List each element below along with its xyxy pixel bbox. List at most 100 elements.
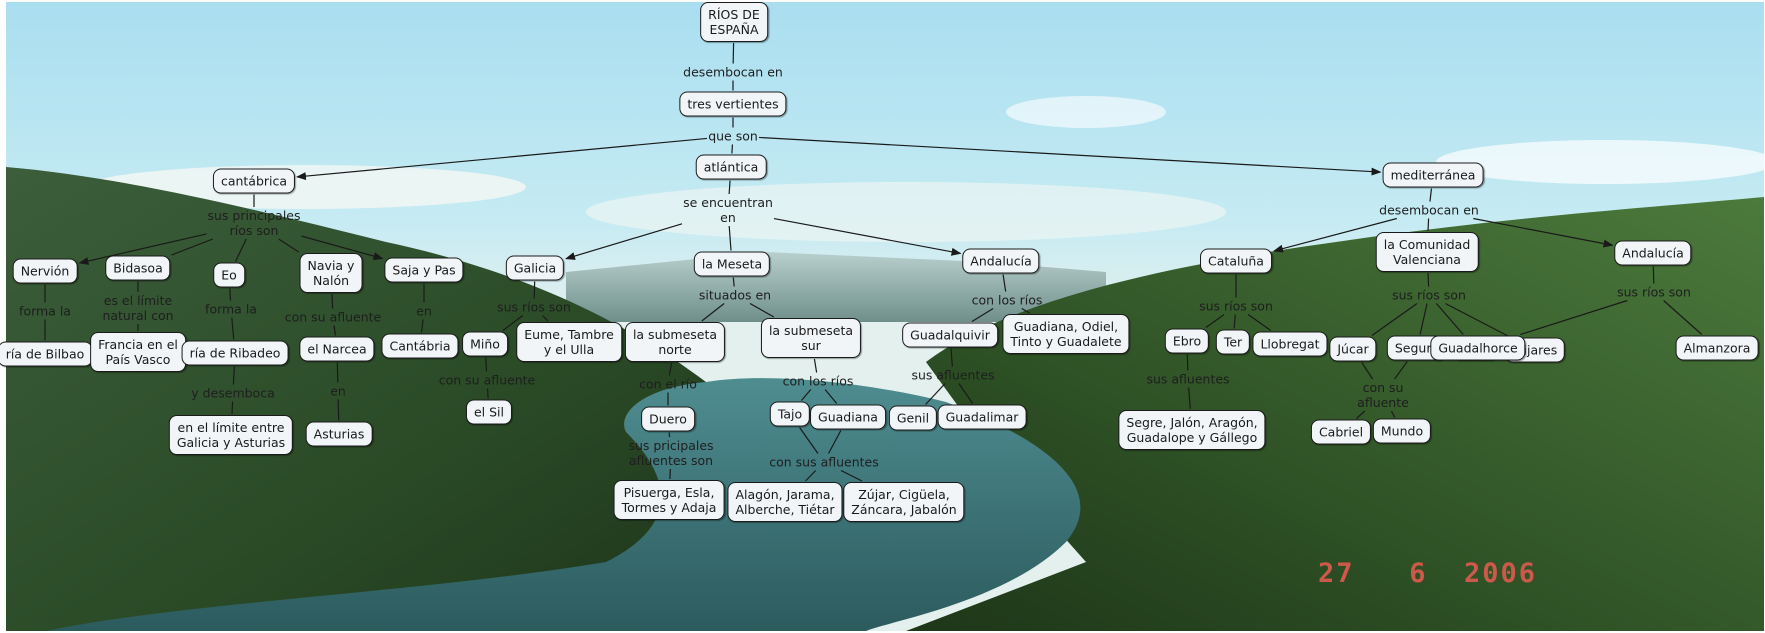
concept-node-cabriel[interactable]: Cabriel [1310, 419, 1372, 445]
concept-node-guadalimar[interactable]: Guadalimar [937, 404, 1027, 430]
photo-date-stamp: 27 6 2006 [1318, 558, 1538, 589]
linking-phrase: es el límite natural con [102, 293, 174, 323]
linking-phrase: con los ríos [782, 373, 854, 389]
concept-node-guadalquivir[interactable]: Guadalquivir [902, 322, 998, 348]
concept-node-zujar[interactable]: Zújar, Cigüela, Záncara, Jabalón [843, 482, 965, 522]
link-line [331, 293, 334, 309]
link-line [1355, 410, 1366, 419]
link-line [668, 362, 673, 376]
linking-phrase: con su afluente [284, 309, 382, 325]
concept-node-cvalenciana[interactable]: la Comunidad Valenciana [1375, 232, 1479, 272]
concept-node-cataluna[interactable]: Cataluña [1200, 248, 1272, 274]
concept-node-ssur[interactable]: la submeseta sur [760, 318, 862, 358]
concept-node-llobregat[interactable]: Llobregat [1252, 331, 1328, 357]
link-arrow [758, 136, 1382, 176]
link-line [958, 383, 974, 404]
link-arrow [1473, 217, 1614, 248]
link-line [333, 325, 336, 336]
concept-node-almanzora[interactable]: Almanzora [1675, 335, 1759, 361]
concept-node-genil[interactable]: Genil [888, 405, 938, 431]
link-line [800, 389, 812, 401]
link-line [1247, 314, 1272, 331]
concept-node-eo[interactable]: Eo [213, 262, 245, 288]
link-line [1205, 314, 1225, 328]
linking-phrase: se encuentran en [683, 195, 773, 225]
concept-node-pisuerga[interactable]: Pisuerga, Esla, Tormes y Adaja [613, 480, 725, 520]
link-line [231, 317, 235, 340]
concept-node-limite[interactable]: en el límite entre Galicia y Asturias [168, 415, 294, 455]
linking-phrase: forma la [205, 301, 257, 317]
linking-phrase: forma la [19, 303, 71, 319]
concept-node-bidasoa[interactable]: Bidasoa [105, 255, 171, 281]
link-line [1394, 361, 1408, 380]
link-arrow [296, 137, 708, 181]
link-arrow [1273, 217, 1397, 253]
linking-phrase: y desemboca [191, 385, 275, 401]
concept-node-mino[interactable]: Miño [462, 331, 508, 357]
link-line [1419, 303, 1428, 335]
concept-node-francia[interactable]: Francia en el País Vasco [90, 332, 186, 372]
concept-node-saja[interactable]: Saja y Pas [384, 257, 464, 283]
link-arrow [301, 235, 384, 260]
linking-phrase: situados en [698, 287, 772, 303]
linking-phrase: sus ríos son [497, 299, 571, 315]
concept-node-bilbao[interactable]: ría de Bilbao [0, 341, 93, 367]
concept-node-cantabrica[interactable]: cantábrica [212, 168, 296, 194]
concept-node-meseta[interactable]: la Meseta [693, 251, 771, 277]
concept-node-andalucia-at[interactable]: Andalucía [962, 248, 1040, 274]
concept-node-guadiana-od[interactable]: Guadiana, Odiel, Tinto y Guadalete [1002, 314, 1130, 354]
link-line [971, 307, 994, 323]
link-line [701, 303, 725, 322]
linking-phrase: desembocan en [683, 64, 783, 80]
concept-node-guadalhorce[interactable]: Guadalhorce [1430, 335, 1526, 361]
concept-node-cantabria-r[interactable]: Cantábria [381, 333, 459, 359]
concept-node-mundo[interactable]: Mundo [1372, 418, 1432, 444]
link-arrow [78, 233, 207, 265]
linking-phrase: en [330, 383, 346, 399]
link-line [1233, 314, 1236, 329]
concept-node-alagon[interactable]: Alagón, Jarama, Alberche, Tiétar [727, 482, 843, 522]
link-line [828, 430, 842, 454]
concept-node-tres[interactable]: tres vertientes [679, 91, 787, 117]
link-line [731, 144, 734, 154]
link-line [1371, 303, 1418, 336]
linking-phrase: con su afluente [438, 372, 536, 388]
concept-node-segre[interactable]: Segre, Jalón, Aragón, Guadalope y Gálleg… [1118, 410, 1266, 450]
linking-phrase: sus pricipales afluentes son [628, 438, 714, 468]
concept-node-ter[interactable]: Ter [1215, 329, 1251, 355]
concept-node-duero[interactable]: Duero [641, 406, 695, 432]
link-line [232, 366, 235, 385]
link-line [1445, 302, 1510, 338]
link-line [1427, 272, 1430, 287]
concept-node-ribadeo[interactable]: ría de Ribadeo [181, 340, 289, 366]
link-line [231, 401, 234, 415]
concept-node-ebro[interactable]: Ebro [1164, 328, 1210, 354]
concept-node-snorte[interactable]: la submeseta norte [624, 322, 726, 362]
link-arrow [773, 218, 962, 256]
concept-node-jucar[interactable]: Júcar [1329, 336, 1377, 362]
concept-node-eume[interactable]: Eume, Tambre y el Ulla [516, 322, 622, 362]
concept-node-andalucia-me[interactable]: Andalucía [1614, 240, 1692, 266]
linking-phrase: en [416, 303, 432, 319]
concept-node-guadiana[interactable]: Guadiana [810, 404, 886, 430]
concept-node-rios[interactable]: RÍOS DE ESPAÑA [700, 2, 768, 42]
link-line [229, 288, 232, 301]
concept-node-galicia[interactable]: Galicia [505, 255, 565, 281]
linking-phrase: que son [708, 128, 758, 144]
concept-node-atlantica[interactable]: atlántica [695, 154, 767, 180]
link-line [749, 302, 775, 318]
link-line [485, 357, 488, 372]
linking-phrase: sus afluentes [1146, 371, 1230, 387]
concept-node-narcea[interactable]: el Narcea [299, 336, 375, 362]
concept-node-mediterranea[interactable]: mediterránea [1382, 162, 1484, 188]
concept-node-tajo[interactable]: Tajo [769, 401, 811, 427]
concept-node-nervion[interactable]: Nervión [12, 258, 78, 284]
link-line [1390, 410, 1396, 418]
concept-node-sil[interactable]: el Sil [465, 399, 513, 425]
link-line [813, 358, 818, 373]
concept-node-asturias[interactable]: Asturias [305, 421, 373, 447]
link-line [824, 389, 838, 404]
link-line [171, 238, 213, 256]
link-line [278, 238, 299, 253]
concept-node-navia[interactable]: Navia y Nalón [299, 253, 363, 293]
